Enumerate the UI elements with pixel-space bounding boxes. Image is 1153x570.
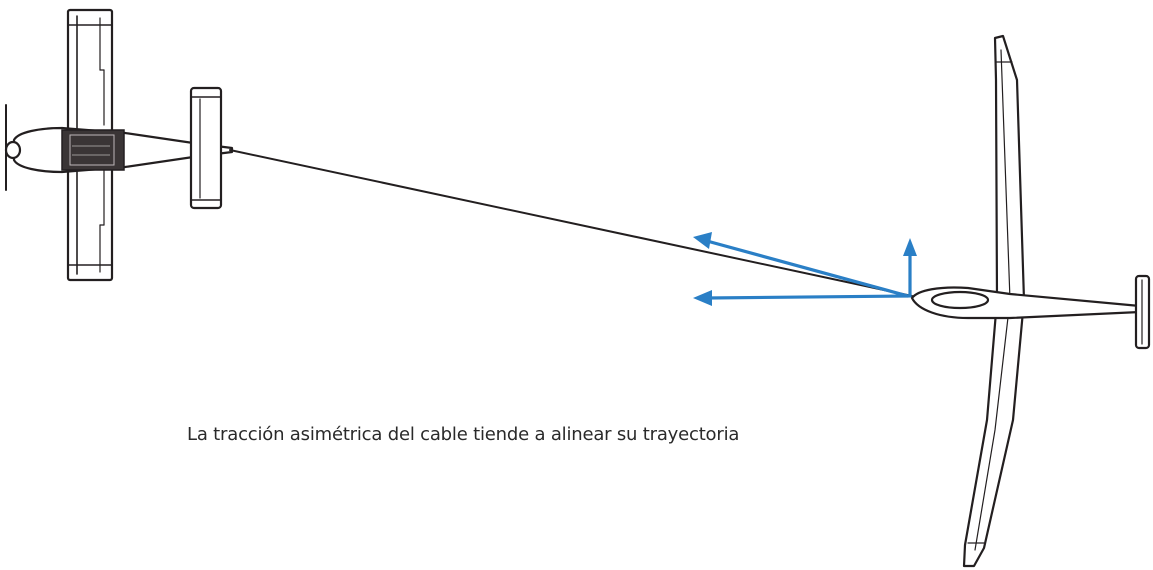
cable-tension-vector	[705, 239, 910, 298]
tow-plane-stabilizer	[189, 86, 223, 210]
lateral-component-arrowhead	[903, 238, 917, 256]
tow-cable	[229, 149, 913, 297]
cable-tension-arrowhead	[693, 232, 712, 249]
glider	[910, 34, 1151, 568]
forward-component-arrowhead	[693, 290, 712, 306]
tow-plane-cockpit	[61, 129, 125, 171]
glider-canopy	[930, 290, 990, 310]
tow-plane	[4, 8, 234, 282]
force-vectors	[693, 232, 917, 306]
forward-component-vector	[706, 294, 910, 300]
tow-plane-spinner	[4, 140, 22, 160]
diagram-caption: La tracción asimétrica del cable tiende …	[187, 424, 740, 445]
